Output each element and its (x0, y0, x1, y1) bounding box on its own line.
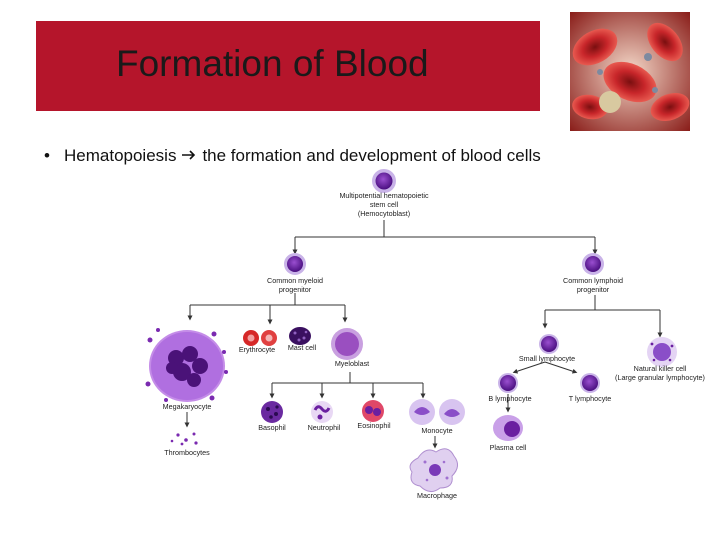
mast-cell-label: Mast cell (288, 343, 317, 352)
thrombocytes-label: Thrombocytes (164, 448, 210, 457)
stem-cell-label-1: Multipotential hematopoietic (339, 191, 429, 200)
mast-cell (289, 327, 311, 345)
small-lymphocyte-cell (539, 334, 559, 354)
t-lymphocyte-label: T lymphocyte (569, 394, 612, 403)
eosinophil-cell (362, 400, 384, 422)
bullet-dot: • (44, 146, 50, 165)
eosinophil-label: Eosinophil (357, 421, 391, 430)
myeloid-label-1: Common myeloid (267, 276, 323, 285)
b-lymphocyte-label: B lymphocyte (488, 394, 531, 403)
nk-cell-label-1: Natural killer cell (634, 364, 687, 373)
megakaryocyte-label: Megakaryocyte (163, 402, 212, 411)
slide-title: Formation of Blood (116, 43, 429, 84)
t-lymphocyte-cell (580, 373, 600, 393)
lymphoid-label-1: Common lymphoid (563, 276, 623, 285)
erythrocyte-cells (243, 330, 277, 346)
myeloid-label-2: progenitor (279, 285, 312, 294)
thrombocytes-cells (170, 432, 198, 446)
hematopoiesis-diagram: Multipotential hematopoietic stem cell (… (145, 169, 705, 500)
macrophage-label: Macrophage (417, 491, 457, 500)
neutrophil-label: Neutrophil (308, 423, 341, 432)
bullet-term: Hematopoiesis (64, 146, 177, 165)
myeloblast-cell (331, 328, 363, 360)
megakaryocyte-cell (145, 328, 228, 402)
stem-cell (372, 169, 396, 193)
nk-cell-label-2: (Large granular lymphocyte) (615, 373, 705, 382)
lymphoid-label-2: progenitor (577, 285, 610, 294)
erythrocyte-label: Erythrocyte (239, 345, 275, 354)
stem-cell-label-3: (Hemocytoblast) (358, 209, 410, 218)
myeloblast-label: Myeloblast (335, 359, 369, 368)
bullet-definition: • Hematopoiesis the formation and develo… (44, 146, 541, 166)
myeloid-progenitor-cell (284, 253, 306, 275)
b-lymphocyte-cell (498, 373, 518, 393)
plasma-cell-label: Plasma cell (490, 443, 527, 452)
monocyte-label: Monocyte (421, 426, 452, 435)
basophil-label: Basophil (258, 423, 286, 432)
basophil-cell (261, 401, 283, 423)
plasma-cell (493, 415, 523, 441)
title-banner: Formation of Blood (36, 21, 540, 111)
macrophage-cell (409, 448, 458, 492)
monocyte-cells (409, 399, 465, 425)
blood-cells-photo-icon (570, 12, 690, 131)
stem-cell-label-2: stem cell (370, 200, 399, 209)
small-lymphocyte-label: Small lymphocyte (519, 354, 575, 363)
lymphoid-progenitor-cell (582, 253, 604, 275)
neutrophil-cell (311, 401, 333, 423)
bullet-definition-text: the formation and development of blood c… (202, 146, 541, 165)
nk-cell (647, 337, 677, 367)
right-arrow-icon (181, 146, 197, 166)
